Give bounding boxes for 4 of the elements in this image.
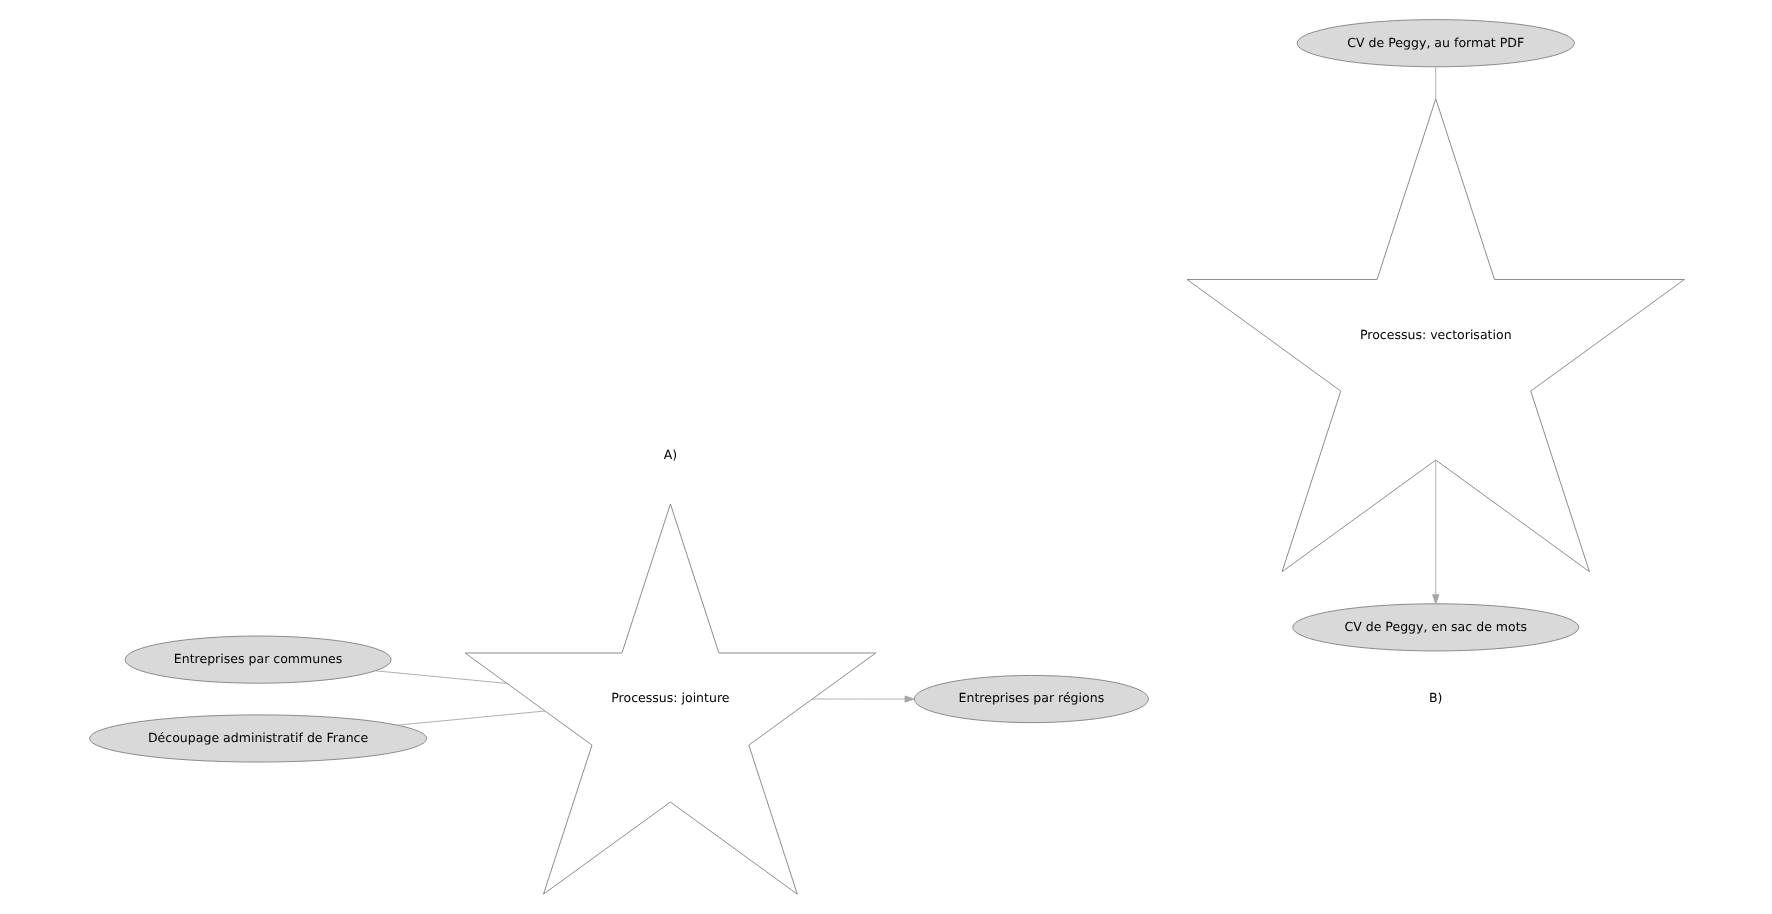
- connector: [395, 710, 545, 726]
- connector: [1434, 66, 1436, 99]
- arrow: [810, 695, 914, 703]
- connector: [373, 670, 507, 684]
